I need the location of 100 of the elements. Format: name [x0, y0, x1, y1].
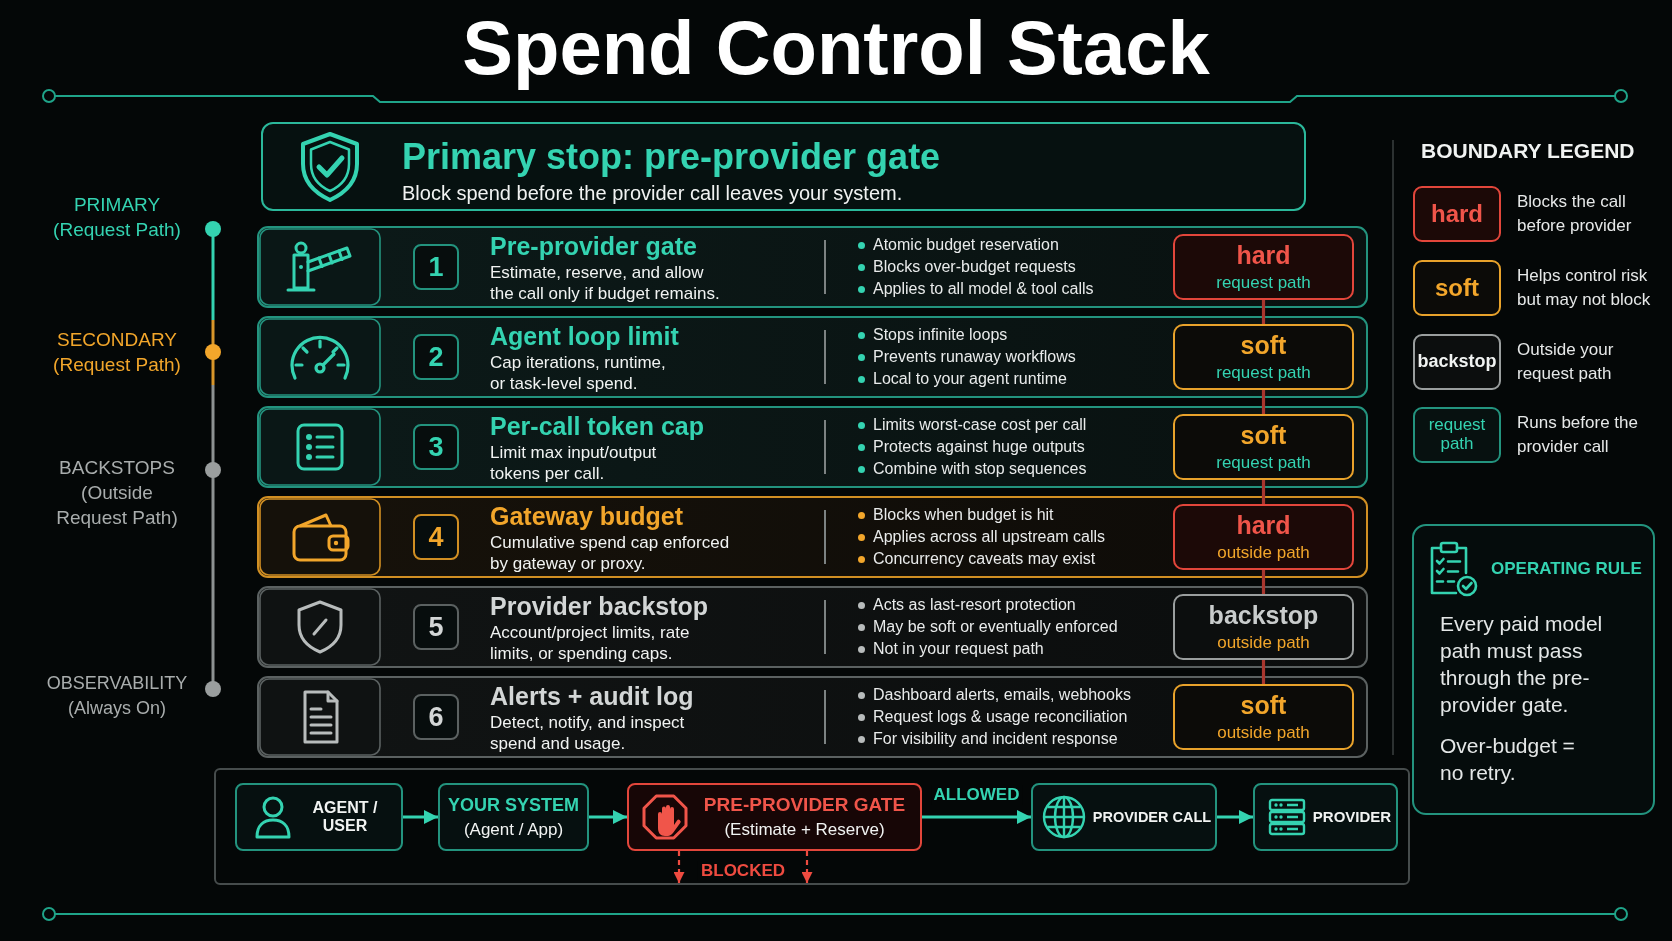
- stack-row: [257, 676, 1368, 758]
- row-title: Provider backstop: [490, 591, 709, 621]
- boundary-type: soft: [1240, 691, 1287, 721]
- bullet-item: Limits worst-case cost per call: [873, 415, 1087, 435]
- flow-step: [1031, 783, 1217, 851]
- bullet-item: Request logs & usage reconciliation: [873, 707, 1128, 727]
- path-scope: request path: [1216, 453, 1311, 473]
- path-scope: request path: [1216, 273, 1311, 293]
- step-title: PRE-PROVIDER GATE: [703, 794, 906, 817]
- row-title: Pre-provider gate: [490, 231, 697, 261]
- boundary-type: soft: [1240, 331, 1287, 361]
- row-title: Per-call token cap: [490, 411, 704, 441]
- step-subtitle: (Agent / App): [463, 819, 564, 840]
- boundary-tag: [1173, 504, 1354, 570]
- row-description: Cumulative spend cap enforced by gateway or proxy.: [490, 532, 731, 574]
- bullet-item: For visibility and incident response: [873, 729, 1118, 749]
- step-number: 5: [413, 604, 459, 650]
- path-scope: outside path: [1217, 543, 1310, 563]
- flow-panel: [214, 768, 1410, 885]
- boundary-type: hard: [1236, 241, 1291, 271]
- flow-step: [1253, 783, 1398, 851]
- boundary-tag: [1173, 234, 1354, 300]
- arrow: [403, 810, 438, 824]
- bullet-item: Applies to all model & tool calls: [873, 279, 1094, 299]
- banner-subtitle: Block spend before the provider call leaves your system.: [402, 181, 903, 205]
- arrow: [673, 851, 685, 883]
- step-title: AGENT / USER: [311, 798, 379, 836]
- connector-line: [1261, 660, 1266, 684]
- bullet-item: Acts as last-resort protection: [873, 595, 1076, 615]
- step-subtitle: (Estimate + Reserve): [724, 820, 885, 840]
- row-title: Gateway budget: [490, 501, 684, 531]
- step-title: PROVIDER CALL: [1092, 808, 1212, 826]
- header-panel: [261, 122, 1306, 211]
- legend-key: backstop: [1413, 334, 1501, 390]
- legend-text: Runs before the provider call: [1517, 412, 1639, 458]
- path-scope: outside path: [1217, 633, 1310, 653]
- flow-step: [627, 783, 922, 851]
- boundary-type: soft: [1240, 421, 1287, 451]
- legend-key: hard: [1413, 186, 1501, 242]
- row-description: Account/project limits, rate limits, or spending caps.: [490, 622, 691, 664]
- rule-panel: [1412, 524, 1655, 815]
- stack-row: [257, 226, 1368, 308]
- rule-text: Over-budget = no retry.: [1440, 733, 1576, 786]
- step-number: 4: [413, 514, 459, 560]
- title: Spend Control Stack: [462, 8, 1210, 88]
- rail-label: PRIMARY (Request Path): [52, 193, 182, 242]
- flow-step: [438, 783, 589, 851]
- bullet-item: Protects against huge outputs: [873, 437, 1085, 457]
- bullet-item: Stops infinite loops: [873, 325, 1008, 345]
- boundary-tag: [1173, 594, 1354, 660]
- row-title: Alerts + audit log: [490, 681, 694, 711]
- row-description: Cap iterations, runtime, or task-level spend.: [490, 352, 667, 394]
- path-scope: outside path: [1217, 723, 1310, 743]
- step-number: 1: [413, 244, 459, 290]
- row-description: Limit max input/output tokens per call.: [490, 442, 658, 484]
- legend-title: BOUNDARY LEGEND: [1421, 138, 1635, 164]
- legend-text: Outside your request path: [1517, 339, 1615, 385]
- bullet-item: Atomic budget reservation: [873, 235, 1059, 255]
- bullet-item: Blocks when budget is hit: [873, 505, 1054, 525]
- bullet-item: Local to your agent runtime: [873, 369, 1067, 389]
- boundary-tag: [1173, 324, 1354, 390]
- legend-text: Helps control risk but may not block: [1517, 265, 1652, 311]
- stack-row: [257, 406, 1368, 488]
- rule-text: Every paid model path must pass through the pre-provider gate.: [1440, 611, 1604, 718]
- boundary-tag: [1173, 684, 1354, 750]
- stack-row: [257, 586, 1368, 668]
- rule-heading: OPERATING RULE: [1491, 558, 1642, 580]
- row-title: Agent loop limit: [490, 321, 679, 351]
- bullet-item: Applies across all upstream calls: [873, 527, 1106, 547]
- legend-key: request path: [1413, 407, 1501, 463]
- bullet-item: May be soft or eventually enforced: [873, 617, 1118, 637]
- row-description: Detect, notify, and inspect spend and usage.: [490, 712, 686, 754]
- step-number: 6: [413, 694, 459, 740]
- connector-line: [1261, 480, 1266, 504]
- arrow: [1217, 810, 1253, 824]
- connector-line: [1261, 390, 1266, 414]
- bullet-item: Dashboard alerts, emails, webhooks: [873, 685, 1131, 705]
- rail-label: BACKSTOPS (Outside Request Path): [55, 456, 179, 530]
- boundary-tag: [1173, 414, 1354, 480]
- bullet-item: Combine with stop sequences: [873, 459, 1087, 479]
- step-title: YOUR SYSTEM: [448, 794, 579, 816]
- bullet-item: Prevents runaway workflows: [873, 347, 1076, 367]
- boundary-type: backstop: [1208, 601, 1319, 631]
- bullet-item: Not in your request path: [873, 639, 1044, 659]
- bullet-item: Concurrency caveats may exist: [873, 549, 1096, 569]
- bullet-item: Blocks over-budget requests: [873, 257, 1076, 277]
- step-number: 3: [413, 424, 459, 470]
- row-description: Estimate, reserve, and allow the call only if budget remains.: [490, 262, 721, 304]
- connector-line: [1261, 570, 1266, 594]
- connector-line: [1261, 300, 1266, 324]
- boundary-type: hard: [1236, 511, 1291, 541]
- banner-title: Primary stop: pre-provider gate: [402, 135, 941, 179]
- arrow: [922, 810, 1031, 824]
- rail-label: SECONDARY (Request Path): [52, 328, 182, 377]
- step-title: PROVIDER: [1312, 808, 1392, 826]
- stack-row: [257, 316, 1368, 398]
- flow-step: [235, 783, 403, 851]
- step-number: 2: [413, 334, 459, 380]
- path-scope: request path: [1216, 363, 1311, 383]
- legend-text: Blocks the call before provider: [1517, 191, 1633, 237]
